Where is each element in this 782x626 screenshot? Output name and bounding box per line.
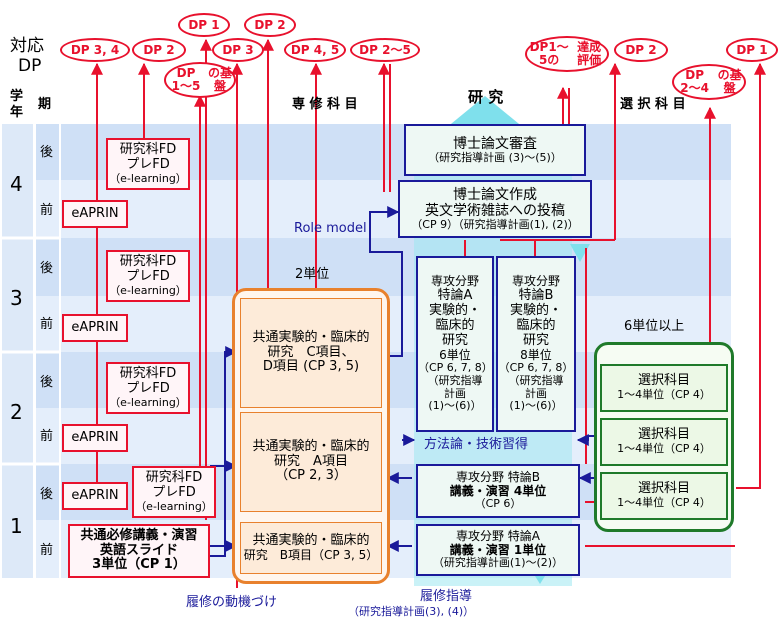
- dp-1-5-tassei: DP1〜5の達成評価: [525, 36, 609, 72]
- footer-shido: 履修指導: [420, 589, 473, 604]
- year-2: 2: [10, 400, 23, 424]
- units-6: 6単位以上: [624, 319, 685, 334]
- dp-4-5: DP 4, 5: [284, 38, 346, 62]
- dp-2: DP 2: [132, 38, 186, 62]
- section-kenkyu: 研 究: [468, 88, 504, 106]
- eaprin-1: eAPRIN: [62, 482, 128, 510]
- section-senshu: 専 修 科 目: [292, 97, 358, 112]
- term-ato: 後: [40, 261, 54, 276]
- dp-1-right: DP 1: [726, 38, 778, 62]
- eaprin-3: eAPRIN: [62, 314, 128, 342]
- eaprin-2: eAPRIN: [62, 424, 128, 452]
- dp-column-label: 対応: [10, 36, 44, 56]
- common-c-box: 共通実験的・臨床的研究 C項目、D項目 (CP 3, 5): [240, 298, 382, 408]
- gakunen-label: 学: [10, 89, 24, 104]
- dp-2-5: DP 2〜5: [350, 38, 420, 62]
- term-mae: 前: [40, 543, 54, 558]
- footer-shido-sub: （研究指導計画(3), (4)）: [348, 605, 475, 618]
- term-ato: 後: [40, 487, 54, 502]
- common-b-box: 共通実験的・臨床的研究 B項目（CP 3, 5）: [240, 522, 382, 574]
- dp-2-top: DP 2: [244, 13, 296, 37]
- units-2: 2単位: [295, 267, 330, 282]
- year-3: 3: [10, 286, 23, 310]
- term-mae: 前: [40, 317, 54, 332]
- hakase-sakusei-box: 博士論文作成英文学術雑誌への投稿（CP 9）（研究指導計画(1), (2)）: [398, 180, 592, 238]
- dp-column-label-2: DP: [18, 56, 42, 76]
- term-ato: 後: [40, 145, 54, 160]
- section-sentaku: 選 択 科 目: [620, 97, 686, 112]
- dp-3-4: DP 3, 4: [60, 38, 130, 62]
- eaprin-4: eAPRIN: [62, 200, 128, 228]
- term-ato: 後: [40, 375, 54, 390]
- dp-3: DP 3: [212, 38, 264, 62]
- term-mae: 前: [40, 203, 54, 218]
- hakase-shinsa-box: 博士論文審査（研究指導計画 (3)〜(5)）: [404, 124, 586, 176]
- role-model-label: Role model: [294, 221, 367, 236]
- year-1: 1: [10, 514, 23, 538]
- common-a-box: 共通実験的・臨床的研究 A項目（CP 2, 3）: [240, 412, 382, 512]
- houhou-label: 方法論・技術習得: [424, 437, 529, 452]
- year-4: 4: [10, 172, 23, 196]
- dp-2-right: DP 2: [614, 38, 668, 62]
- term-mae: 前: [40, 429, 54, 444]
- ki-label: 期: [38, 97, 52, 112]
- dp-1: DP 1: [178, 13, 230, 37]
- footer-doki: 履修の動機づけ: [186, 595, 278, 610]
- gakunen-label-2: 年: [10, 105, 24, 120]
